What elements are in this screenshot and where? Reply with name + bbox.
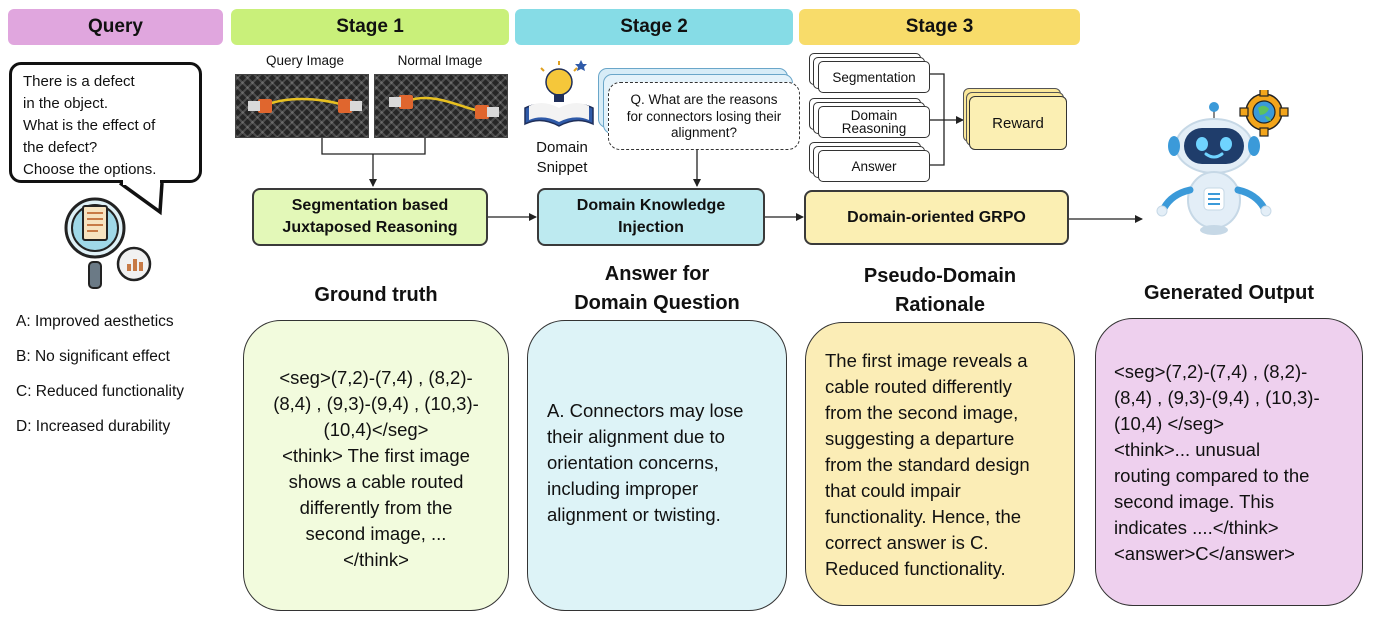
pseudo-domain-rationale-title: Pseudo-Domain Rationale	[805, 262, 1075, 320]
card-line: <think>... unusual	[1114, 439, 1261, 460]
option-d: D: Increased durability	[16, 418, 171, 435]
pseudo-domain-rationale-card: The first image reveals a cable routed d…	[805, 322, 1075, 606]
generated-output-title: Generated Output	[1143, 282, 1314, 304]
card-line: alignment or twisting.	[547, 504, 721, 525]
card-line: differently from the	[299, 497, 453, 518]
snippet-line: Domain	[536, 139, 588, 156]
answer-card: Answer	[818, 150, 930, 182]
card-line: including improper	[547, 478, 699, 499]
card-line: cable routed differently	[825, 376, 1012, 397]
card-line: correct answer is C.	[825, 532, 989, 553]
card-line: that could impair	[825, 480, 961, 501]
stage3-header: Stage 3	[799, 9, 1080, 45]
option-c: C: Reduced functionality	[16, 383, 185, 400]
book-lightbulb-icon	[524, 60, 594, 127]
reward-card: Reward	[969, 96, 1067, 150]
stack-line: Reasoning	[841, 121, 907, 136]
question-line: alignment?	[670, 125, 738, 140]
domain-reasoning-card: Domain Reasoning	[818, 106, 930, 138]
normal-cable-image	[389, 95, 499, 119]
bubble-tail	[118, 181, 164, 216]
module-line: Segmentation based	[291, 197, 449, 214]
segmentation-reasoning-module: Segmentation based Juxtaposed Reasoning	[252, 188, 488, 246]
domain-answer-card: A. Connectors may lose their alignment d…	[527, 320, 787, 611]
card-line: A. Connectors may lose	[547, 400, 744, 421]
query-image-label: Query Image	[265, 53, 345, 68]
module-line: Injection	[618, 219, 684, 236]
answer-domain-question-title: Answer for Domain Question	[527, 260, 787, 318]
card-line: (10,4)</seg>	[323, 419, 429, 440]
card-line: Reduced functionality.	[825, 558, 1006, 579]
stage1-header: Stage 1	[231, 9, 509, 45]
query-speech-bubble: There is a defect in the object. What is…	[9, 62, 202, 183]
bubble-line: in the object.	[23, 95, 109, 112]
card-line: shows a cable routed	[288, 471, 464, 492]
query-header: Query	[8, 9, 223, 45]
normal-image-label: Normal Image	[397, 53, 483, 68]
domain-snippet-label: Domain Snippet	[524, 138, 600, 178]
bubble-line: What is the effect of	[23, 117, 156, 134]
bubble-line: the defect?	[23, 139, 98, 156]
bubble-line: Choose the options.	[23, 161, 157, 178]
stage2-header: Stage 2	[515, 9, 793, 45]
domain-oriented-grpo-module: Domain-oriented GRPO	[804, 190, 1069, 245]
document-magnifier-icon	[64, 197, 152, 289]
card-line: <seg>(7,2)-(7,4) , (8,2)-	[279, 367, 473, 388]
card-line: from the standard design	[825, 454, 1030, 475]
card-line: orientation concerns,	[547, 452, 719, 473]
card-line: routing compared to the	[1114, 465, 1310, 486]
card-line: (8,4) , (9,3)-(9,4) , (10,3)-	[1114, 387, 1320, 408]
card-line: <answer>C</answer>	[1114, 543, 1295, 564]
title-line: Answer for	[604, 263, 710, 285]
ground-truth-title: Ground truth	[314, 284, 438, 306]
card-line: (10,4) </seg>	[1114, 413, 1225, 434]
query-cable-image	[248, 97, 362, 113]
snippet-line: Snippet	[536, 159, 588, 176]
domain-question-card: Q. What are the reasons for connectors l…	[608, 82, 800, 150]
card-line: from the second image,	[825, 402, 1019, 423]
card-line: suggesting a departure	[825, 428, 1015, 449]
images-join-line	[321, 138, 426, 155]
title-line: Pseudo-Domain	[863, 265, 1017, 287]
option-a: A: Improved aesthetics	[16, 313, 174, 330]
card-line: indicates ....</think>	[1114, 517, 1279, 538]
option-b: B: No significant effect	[16, 348, 170, 365]
title-line: Rationale	[894, 294, 986, 316]
card-line: their alignment due to	[547, 426, 725, 447]
segmentation-card: Segmentation	[818, 61, 930, 93]
robot-icon	[1156, 90, 1289, 235]
card-line: functionality. Hence, the	[825, 506, 1022, 527]
question-line: Q. What are the reasons	[630, 92, 778, 107]
domain-knowledge-injection-module: Domain Knowledge Injection	[537, 188, 765, 246]
bubble-line: There is a defect	[23, 73, 135, 90]
module-line: Domain Knowledge	[576, 197, 726, 214]
card-line: </think>	[343, 549, 409, 570]
stack-line: Domain	[850, 108, 898, 123]
card-line: <seg>(7,2)-(7,4) , (8,2)-	[1114, 361, 1308, 382]
title-line: Domain Question	[574, 292, 740, 314]
ground-truth-card: <seg>(7,2)-(7,4) , (8,2)- (8,4) , (9,3)-…	[243, 320, 509, 611]
module-line: Juxtaposed Reasoning	[282, 219, 458, 236]
question-line: for connectors losing their	[626, 108, 782, 124]
bubble-tail-mask	[123, 179, 160, 185]
query-image	[235, 74, 369, 138]
card-line: <think> The first image	[282, 445, 470, 466]
normal-image	[374, 74, 508, 138]
card-line: second image. This	[1114, 491, 1275, 512]
generated-output-card: <seg>(7,2)-(7,4) , (8,2)- (8,4) , (9,3)-…	[1095, 318, 1363, 606]
card-line: (8,4) , (9,3)-(9,4) , (10,3)-	[273, 393, 479, 414]
card-line: The first image reveals a	[825, 350, 1028, 371]
card-line: second image, ...	[305, 523, 447, 544]
